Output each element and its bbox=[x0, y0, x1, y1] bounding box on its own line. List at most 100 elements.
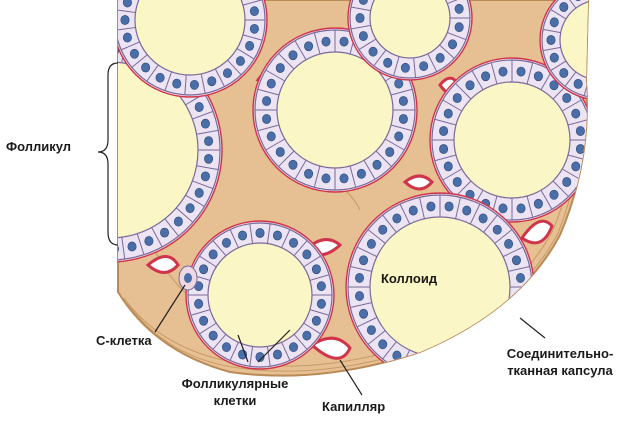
cell-nucleus bbox=[357, 169, 365, 178]
cell-nucleus bbox=[190, 80, 198, 89]
cell-nucleus bbox=[359, 309, 367, 318]
cell-nucleus bbox=[201, 119, 209, 128]
cell-nucleus bbox=[572, 109, 580, 118]
cell-nucleus bbox=[209, 250, 217, 259]
cell-nucleus bbox=[563, 93, 571, 102]
cell-nucleus bbox=[199, 265, 207, 274]
cell-nucleus bbox=[223, 69, 231, 78]
cell-nucleus bbox=[289, 160, 297, 169]
cell-nucleus bbox=[121, 15, 129, 24]
cell-nucleus bbox=[21, 95, 29, 104]
cell-nucleus bbox=[560, 2, 568, 11]
capsule-label-line1: Соединительно- bbox=[490, 345, 630, 362]
cell-nucleus bbox=[444, 109, 452, 118]
capillary-label: Капилляр bbox=[322, 398, 385, 415]
follicle-label: Фолликул bbox=[6, 138, 71, 155]
cell-nucleus bbox=[576, 126, 584, 135]
cell-nucleus bbox=[250, 7, 258, 16]
cell-nucleus bbox=[369, 47, 377, 56]
cell-boundary bbox=[11, 102, 31, 112]
cell-nucleus bbox=[195, 188, 203, 197]
cell-nucleus bbox=[448, 40, 456, 49]
cell-nucleus bbox=[208, 77, 216, 86]
cell-nucleus bbox=[373, 160, 381, 169]
cell-nucleus bbox=[209, 331, 217, 340]
cell-nucleus bbox=[141, 63, 149, 72]
cell-nucleus bbox=[199, 316, 207, 325]
cell-nucleus bbox=[340, 37, 348, 46]
cell-nucleus bbox=[401, 63, 409, 72]
cell-nucleus bbox=[44, 68, 52, 77]
cell-boundary bbox=[34, 70, 49, 86]
colloid bbox=[454, 82, 570, 198]
cell-nucleus bbox=[367, 325, 375, 334]
cell-nucleus bbox=[13, 180, 21, 189]
cell-nucleus bbox=[439, 126, 447, 135]
cell-nucleus bbox=[276, 147, 284, 156]
cell-nucleus bbox=[563, 177, 571, 186]
cell-nucleus bbox=[304, 42, 312, 51]
follicle-brace bbox=[98, 63, 118, 245]
cell-nucleus bbox=[386, 147, 394, 156]
cell-nucleus bbox=[93, 47, 101, 56]
cell-nucleus bbox=[512, 309, 520, 318]
cell-boundary bbox=[49, 58, 61, 76]
follicular-cells-label-line2: клетки bbox=[155, 392, 315, 409]
cell-nucleus bbox=[367, 239, 375, 248]
cell-nucleus bbox=[236, 56, 244, 65]
cell-nucleus bbox=[312, 265, 320, 274]
cell-boundary bbox=[503, 317, 523, 327]
cell-boundary bbox=[495, 331, 512, 345]
cell-boundary bbox=[67, 231, 76, 251]
cell-nucleus bbox=[560, 68, 568, 77]
capsule-pointer bbox=[520, 318, 545, 338]
cell-boundary bbox=[105, 238, 106, 260]
cell-nucleus bbox=[123, 33, 131, 42]
colloid bbox=[208, 243, 312, 347]
cell-nucleus bbox=[479, 351, 487, 360]
cell-nucleus bbox=[395, 79, 403, 88]
cell-nucleus bbox=[322, 37, 330, 46]
cell-nucleus bbox=[517, 204, 525, 213]
cell-nucleus bbox=[384, 58, 392, 67]
cell-nucleus bbox=[550, 53, 558, 62]
colloid bbox=[370, 217, 510, 357]
cell-nucleus bbox=[550, 190, 558, 199]
c-cell-nucleus bbox=[184, 273, 192, 283]
cell-nucleus bbox=[516, 273, 524, 282]
cell-nucleus bbox=[21, 196, 29, 205]
cell-nucleus bbox=[8, 163, 16, 172]
cell-boundary bbox=[470, 350, 480, 370]
cell-nucleus bbox=[245, 41, 253, 50]
cell-nucleus bbox=[322, 174, 330, 183]
cell-nucleus bbox=[195, 102, 203, 111]
cell-nucleus bbox=[262, 96, 270, 105]
cell-nucleus bbox=[504, 239, 512, 248]
cell-nucleus bbox=[59, 233, 67, 242]
cell-nucleus bbox=[340, 174, 348, 183]
cell-nucleus bbox=[194, 299, 202, 308]
capsule-label: Соединительно- тканная капсула bbox=[490, 345, 630, 379]
cell-nucleus bbox=[273, 231, 281, 240]
cell-nucleus bbox=[534, 199, 542, 208]
c-cell-label: С-клетка bbox=[96, 332, 152, 349]
cell-nucleus bbox=[250, 24, 258, 33]
capillary-shape bbox=[600, 74, 620, 98]
cell-boundary bbox=[420, 355, 425, 376]
cell-nucleus bbox=[31, 211, 39, 220]
cell-nucleus bbox=[572, 162, 580, 171]
cell-nucleus bbox=[267, 79, 275, 88]
cell-nucleus bbox=[463, 206, 471, 215]
cell-nucleus bbox=[201, 172, 209, 181]
cell-nucleus bbox=[262, 114, 270, 123]
cell-nucleus bbox=[399, 114, 407, 123]
cell-nucleus bbox=[445, 363, 453, 372]
cell-nucleus bbox=[204, 154, 212, 163]
cell-nucleus bbox=[93, 244, 101, 253]
cell-nucleus bbox=[356, 13, 364, 22]
cell-nucleus bbox=[455, 4, 463, 13]
cell-nucleus bbox=[517, 67, 525, 76]
cell-nucleus bbox=[160, 228, 168, 237]
cell-nucleus bbox=[409, 206, 417, 215]
cell-boundary bbox=[604, 80, 606, 98]
